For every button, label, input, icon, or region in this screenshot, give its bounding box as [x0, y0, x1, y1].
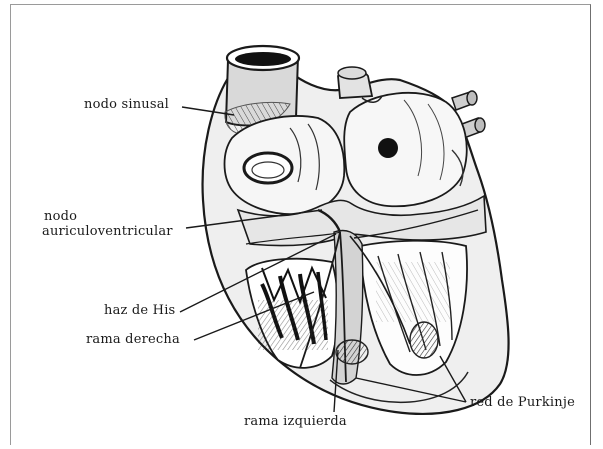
label-haz-de-his: haz de His: [104, 303, 175, 318]
right-atrium: [225, 116, 345, 214]
label-rama-derecha: rama derecha: [86, 332, 180, 347]
label-rama-izquierda: rama izquierda: [244, 414, 347, 429]
label-nodo-sinusal: nodo sinusal: [84, 97, 169, 112]
label-nodo: nodo: [44, 209, 77, 224]
papillary-muscle: [336, 340, 368, 364]
label-red-de-purkinje: red de Purkinje: [470, 395, 575, 410]
left-atrium: [344, 93, 467, 206]
label-auriculoventricular: auriculoventricular: [42, 224, 173, 239]
